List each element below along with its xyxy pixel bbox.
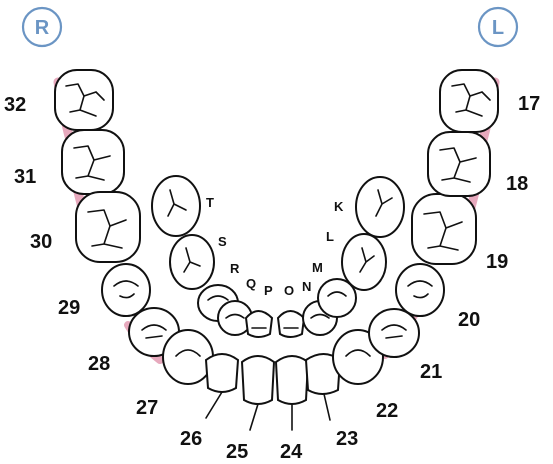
left-side-marker: L bbox=[479, 8, 517, 46]
label-R: R bbox=[230, 261, 240, 276]
tooth-30[interactable] bbox=[76, 192, 140, 262]
label-30: 30 bbox=[30, 231, 52, 253]
tooth-24[interactable] bbox=[276, 356, 308, 430]
right-side-marker: R bbox=[23, 8, 61, 46]
label-27: 27 bbox=[136, 397, 158, 419]
tooth-21[interactable] bbox=[369, 309, 419, 357]
label-T: T bbox=[206, 195, 214, 210]
left-marker-label: L bbox=[492, 17, 504, 39]
label-L: L bbox=[326, 229, 334, 244]
label-O: O bbox=[284, 283, 294, 298]
tooth-20[interactable] bbox=[396, 264, 444, 316]
tooth-19[interactable] bbox=[412, 194, 476, 264]
label-17: 17 bbox=[518, 93, 540, 115]
tooth-32[interactable] bbox=[55, 70, 113, 130]
tooth-26[interactable] bbox=[206, 354, 238, 418]
label-24: 24 bbox=[280, 441, 303, 463]
label-N: N bbox=[302, 279, 311, 294]
tooth-L[interactable] bbox=[342, 234, 386, 290]
label-19: 19 bbox=[486, 251, 508, 273]
label-21: 21 bbox=[420, 361, 442, 383]
tooth-29[interactable] bbox=[102, 264, 150, 316]
tooth-17[interactable] bbox=[440, 70, 498, 132]
right-marker-label: R bbox=[35, 17, 50, 39]
tooth-K[interactable] bbox=[356, 177, 404, 237]
tooth-25[interactable] bbox=[242, 356, 274, 430]
tooth-31[interactable] bbox=[62, 130, 124, 194]
label-M: M bbox=[312, 260, 323, 275]
tooth-P[interactable] bbox=[246, 311, 272, 337]
label-18: 18 bbox=[506, 173, 528, 195]
label-Q: Q bbox=[246, 276, 256, 291]
label-32: 32 bbox=[4, 94, 26, 116]
label-20: 20 bbox=[458, 309, 480, 331]
tooth-S[interactable] bbox=[170, 235, 214, 289]
tooth-27[interactable] bbox=[163, 330, 213, 384]
label-23: 23 bbox=[336, 428, 358, 450]
label-P: P bbox=[264, 283, 273, 298]
label-28: 28 bbox=[88, 353, 110, 375]
label-S: S bbox=[218, 234, 227, 249]
label-31: 31 bbox=[14, 166, 36, 188]
label-K: K bbox=[334, 199, 344, 214]
label-25: 25 bbox=[226, 441, 248, 463]
label-26: 26 bbox=[180, 428, 202, 450]
tooth-18[interactable] bbox=[428, 132, 490, 196]
label-29: 29 bbox=[58, 297, 80, 319]
tooth-T[interactable] bbox=[152, 176, 200, 236]
label-22: 22 bbox=[376, 400, 398, 422]
tooth-O[interactable] bbox=[278, 311, 304, 337]
